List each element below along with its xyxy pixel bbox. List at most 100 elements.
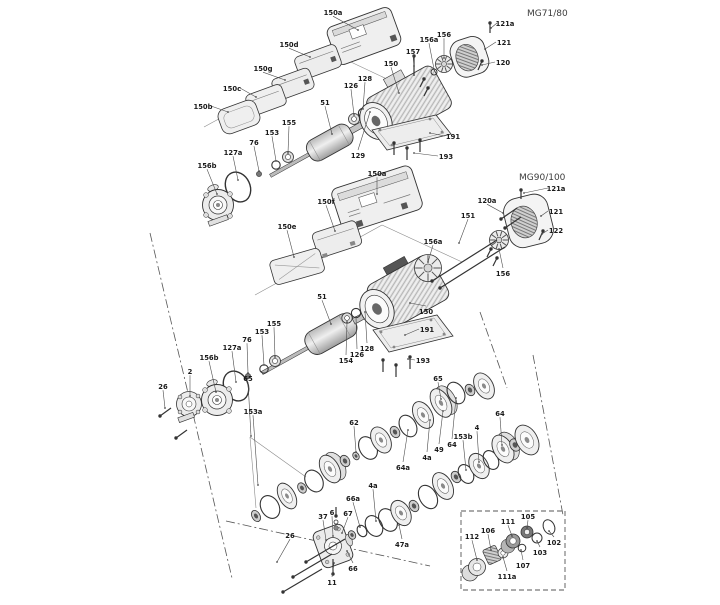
part-callout-120: 120	[496, 59, 510, 67]
part-callout-2: 2	[188, 368, 193, 376]
part-callout-121: 121	[549, 208, 563, 216]
part-callout-4: 4	[475, 424, 480, 432]
part-callout-6: 6	[330, 509, 335, 517]
part-callout-150g: 150g	[253, 65, 272, 73]
part-callout-150c: 150c	[223, 85, 241, 93]
part-callout-102: 102	[547, 539, 561, 547]
part-callout-193: 193	[416, 357, 430, 365]
part-callout-4a: 4a	[422, 454, 432, 462]
screws-and-studs	[158, 21, 545, 594]
part-callout-106: 106	[481, 527, 495, 535]
part-callout-193: 193	[439, 153, 453, 161]
part-callout-153: 153	[255, 328, 269, 336]
part-callout-191: 191	[446, 133, 460, 141]
ring-103	[531, 532, 543, 544]
chamber-stack-lower	[347, 424, 540, 540]
terminal-box-cover-150b	[217, 99, 261, 135]
part-callout-150b: 150b	[193, 103, 212, 111]
part-callout-65: 65	[433, 375, 443, 383]
ring-102	[542, 519, 556, 535]
part-callout-49: 49	[434, 446, 444, 454]
part-callout-121a: 121a	[547, 185, 566, 193]
part-callout-76: 76	[249, 139, 259, 147]
part-callout-51: 51	[320, 99, 330, 107]
part-callout-103: 103	[533, 549, 547, 557]
part-callout-129: 129	[351, 152, 365, 160]
part-callout-11: 11	[327, 579, 337, 587]
part-callout-156a: 156a	[420, 36, 439, 44]
valve-part-66a	[333, 525, 339, 531]
chamber-stack-upper	[251, 372, 495, 522]
shaft-seal-inset	[460, 510, 566, 591]
base-plate-191-mg71	[371, 114, 452, 151]
part-callout-121a: 121a	[496, 20, 515, 28]
part-callout-37: 37	[318, 513, 328, 521]
part-callout-4a: 4a	[368, 482, 378, 490]
part-callout-127a: 127a	[224, 149, 243, 157]
part-callout-150f: 150f	[317, 198, 335, 206]
inset-border	[460, 510, 566, 591]
part-callout-105: 105	[521, 513, 535, 521]
flange-2-mg90	[176, 391, 202, 423]
part-callout-111a: 111a	[498, 573, 517, 581]
part-callout-65: 65	[243, 375, 253, 383]
part-callout-191: 191	[420, 326, 434, 334]
terminal-box-lid-150a-mg90	[331, 165, 423, 233]
part-callout-120a: 120a	[478, 197, 497, 205]
bearing-plate-156a-mg90	[414, 254, 442, 282]
part-callout-155: 155	[282, 119, 296, 127]
part-callout-154: 154	[339, 357, 353, 365]
part-callout-156b: 156b	[197, 162, 216, 170]
terminal-box-cover-150e	[269, 248, 325, 285]
part-callout-47a: 47a	[395, 541, 409, 549]
part-callout-111: 111	[501, 518, 515, 526]
part-callout-26: 26	[158, 383, 168, 391]
part-callout-128: 128	[360, 345, 374, 353]
part-callout-126: 126	[344, 82, 358, 90]
part-callout-128: 128	[358, 75, 372, 83]
part-callout-150: 150	[384, 60, 398, 68]
part-callout-64: 64	[495, 410, 505, 418]
fan-156-mg90	[489, 230, 509, 250]
part-callout-66: 66	[348, 565, 358, 573]
section-title-mg90-100: MG90/100	[519, 173, 566, 183]
part-callout-66a: 66a	[346, 495, 360, 503]
part-callout-51: 51	[317, 293, 327, 301]
part-callout-112: 112	[465, 533, 479, 541]
section-title-mg71-80: MG71/80	[527, 9, 568, 19]
part-callout-156b: 156b	[199, 354, 218, 362]
part-callout-64a: 64a	[396, 464, 410, 472]
terminal-box-cover-150f	[312, 220, 362, 259]
base-plate-191-mg90	[372, 314, 454, 353]
part-callout-150: 150	[419, 308, 433, 316]
part-callout-64: 64	[447, 441, 457, 449]
part-callout-107: 107	[516, 562, 530, 570]
part-callout-121: 121	[497, 39, 511, 47]
part-callout-153a: 153a	[244, 408, 263, 416]
ring-107	[517, 543, 527, 553]
part-callout-157: 157	[406, 48, 420, 56]
part-callout-150a: 150a	[324, 9, 343, 17]
part-callout-150d: 150d	[279, 41, 298, 49]
part-callout-150e: 150e	[278, 223, 297, 231]
part-callout-151: 151	[461, 212, 475, 220]
part-callout-26: 26	[285, 532, 295, 540]
part-callout-156a: 156a	[424, 238, 443, 246]
part-callout-67: 67	[343, 510, 353, 518]
part-callout-62: 62	[349, 419, 359, 427]
part-callout-156: 156	[496, 270, 510, 278]
valve-part-67	[333, 519, 339, 525]
part-callout-127a: 127a	[223, 344, 242, 352]
part-callout-126: 126	[350, 351, 364, 359]
bearing-154-mg90	[341, 312, 353, 324]
motor-stool-156b-mg71	[202, 184, 234, 227]
part-callout-150a: 150a	[368, 170, 387, 178]
part-callout-76: 76	[242, 336, 252, 344]
pin-76-mg71	[256, 171, 262, 177]
part-callout-156: 156	[437, 31, 451, 39]
part-callout-122: 122	[549, 227, 563, 235]
part-callout-153: 153	[265, 129, 279, 137]
